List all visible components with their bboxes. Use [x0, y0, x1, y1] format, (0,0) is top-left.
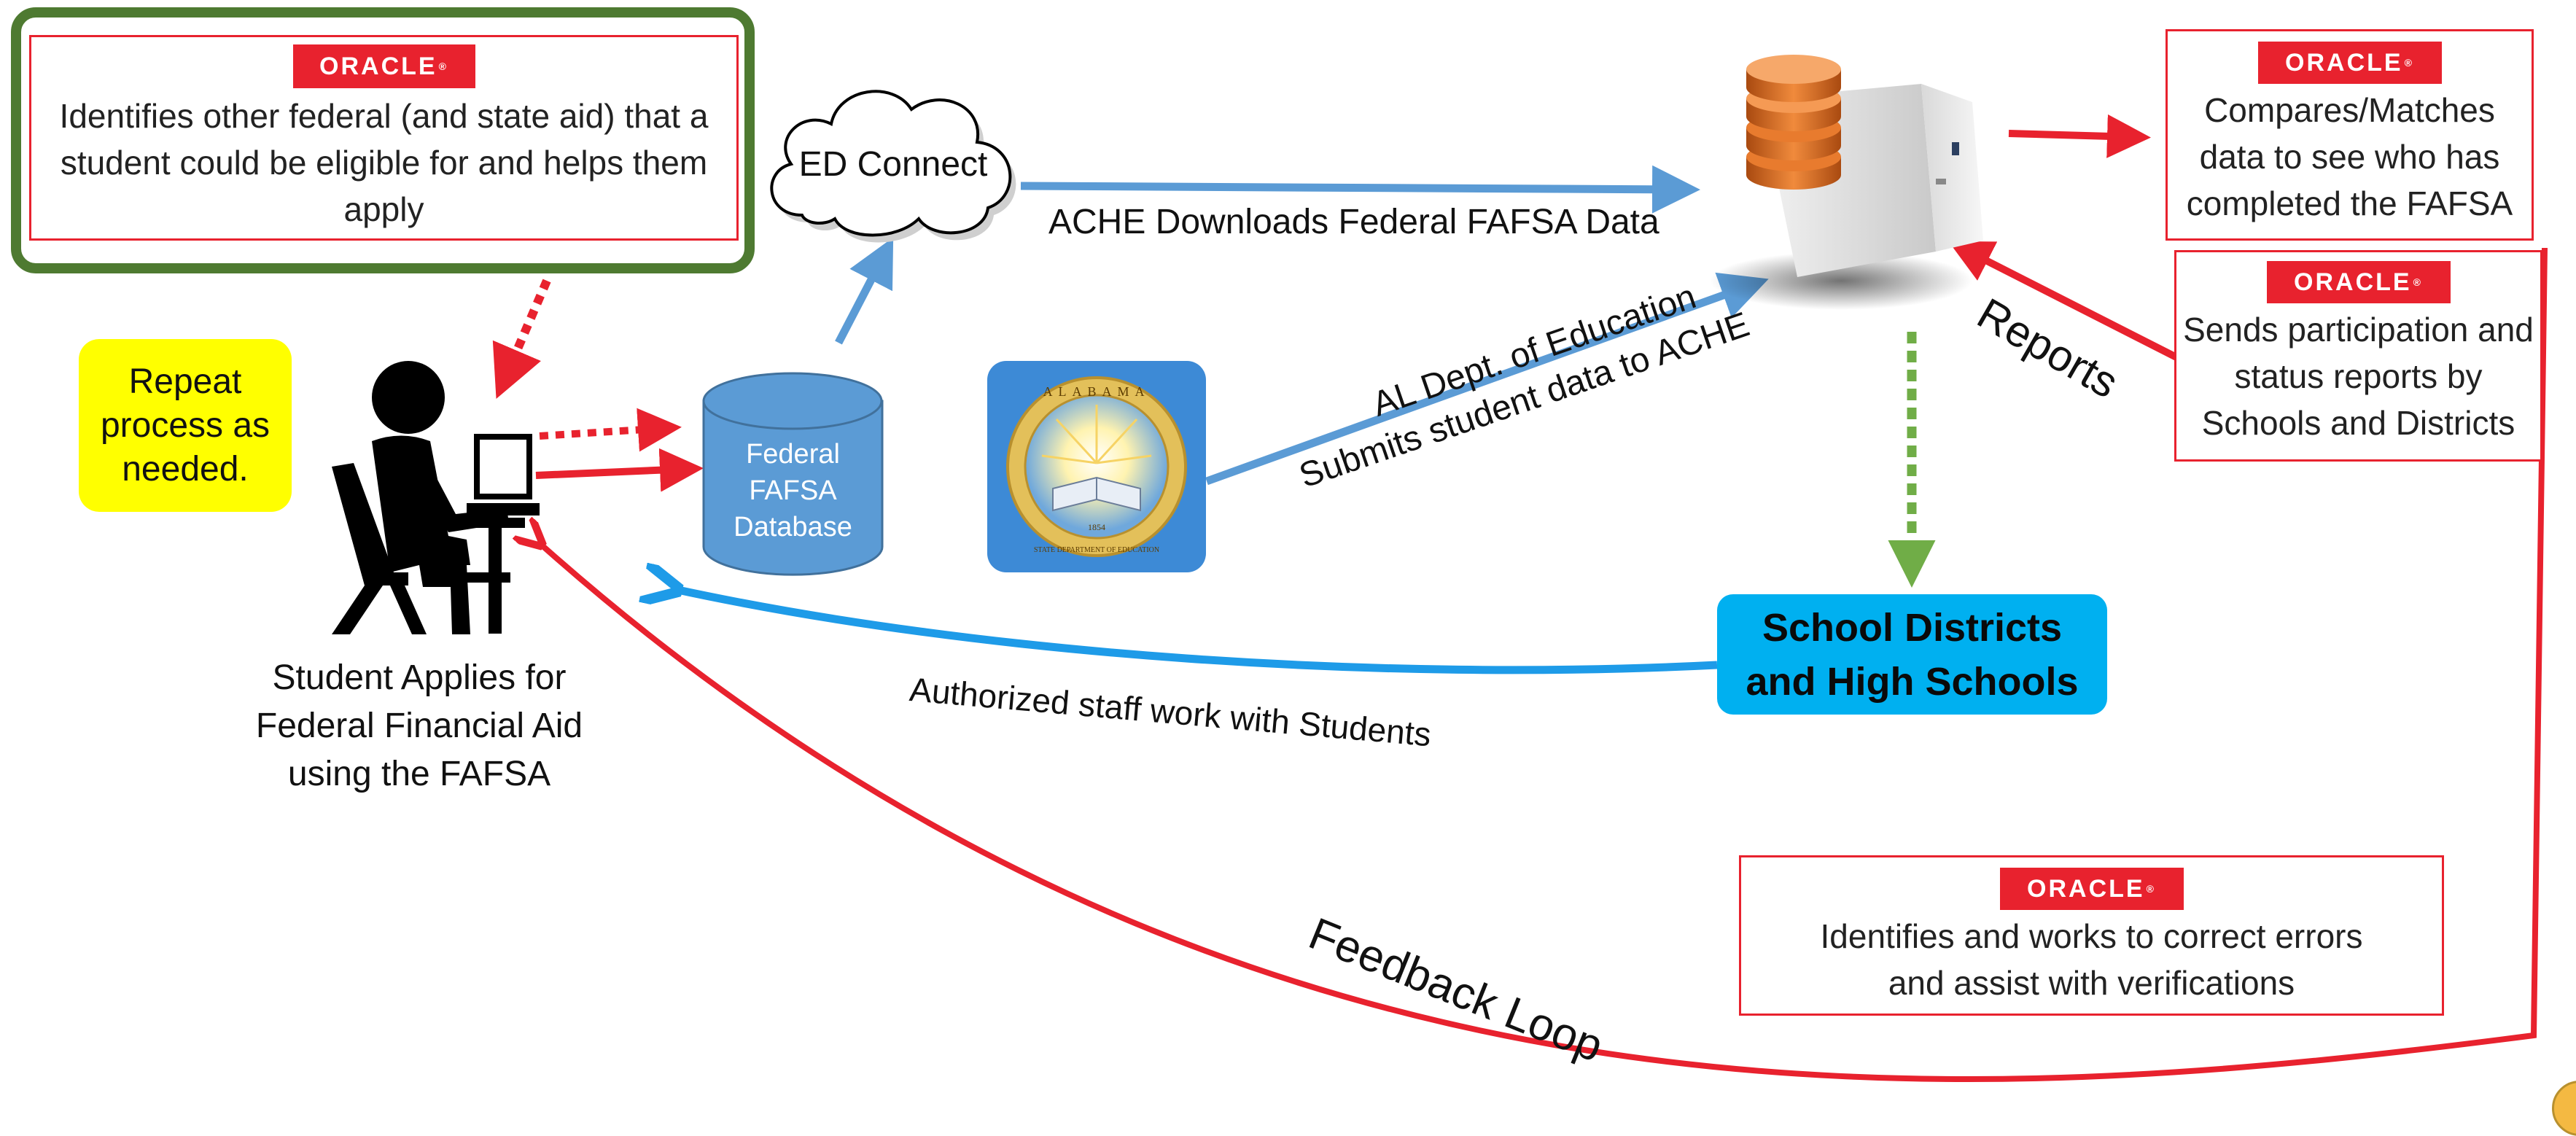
oracle-logo: ORACLE® — [292, 44, 475, 88]
arrow-reports-to-server — [1948, 241, 2179, 361]
label-ache-downloads: ACHE Downloads Federal FAFSA Data — [1048, 203, 1659, 241]
seal-bottom-text: STATE DEPARTMENT OF EDUCATION — [1034, 546, 1159, 554]
dotted-arrow-student-to-db — [539, 408, 682, 452]
arrow-server-to-compares — [2008, 114, 2151, 158]
database-label: Federal FAFSA Database — [734, 439, 852, 542]
arrow-student-to-db — [535, 448, 704, 492]
oracle-box-identifies-aid: ORACLE® Identifies other federal (and st… — [29, 35, 739, 241]
oracle-box-text: Identifies other federal (and state aid)… — [59, 97, 709, 228]
database-icon — [702, 372, 884, 576]
cloud-label: ED Connect — [798, 145, 988, 184]
arrow-schools-to-student — [674, 589, 1718, 674]
arrow-seal-to-server — [1205, 272, 1769, 486]
student-caption: Student Applies for Federal Financial Ai… — [255, 658, 583, 793]
repeat-note-text: Repeat process as needed. — [100, 362, 271, 489]
oracle-box-text: Identifies and works to correct errors a… — [1820, 917, 2363, 1002]
oracle-logo: ORACLE® — [2266, 261, 2451, 303]
cloud-icon — [770, 90, 1016, 243]
connector-layer — [492, 114, 2548, 1082]
arrow-cloud-to-server — [1020, 165, 1700, 214]
oracle-box-text: Sends participation and status reports b… — [2183, 311, 2534, 442]
state-seal-icon: ALABAMA STATE DEPARTMENT OF EDUCATION 18… — [1006, 376, 1187, 557]
repeat-note: Repeat process as needed. — [79, 339, 292, 512]
oracle-box-text: Compares/Matches data to see who has com… — [2186, 91, 2513, 222]
feedback-loop-arrow — [540, 247, 2548, 1082]
oracle-logo: ORACLE® — [1999, 868, 2184, 910]
state-seal: ALABAMA STATE DEPARTMENT OF EDUCATION 18… — [987, 361, 1206, 572]
schools-box-text: School Districts and High Schools — [1746, 605, 2079, 704]
dotted-arrow-box-to-student — [492, 279, 551, 400]
oracle-logo: ORACLE® — [2257, 42, 2442, 84]
server-icon — [1710, 55, 1983, 310]
oracle-box-corrects-errors: ORACLE® Identifies and works to correct … — [1739, 855, 2444, 1016]
seal-top-text: ALABAMA — [1043, 384, 1150, 399]
oracle-box-sends-reports: ORACLE® Sends participation and status r… — [2174, 250, 2542, 462]
schools-box: School Districts and High Schools — [1717, 594, 2107, 715]
seal-year: 1854 — [1088, 522, 1105, 532]
student-computer-icon — [332, 361, 540, 634]
arrow-db-to-cloud — [835, 237, 894, 345]
oracle-box-compares: ORACLE® Compares/Matches data to see who… — [2166, 29, 2534, 241]
